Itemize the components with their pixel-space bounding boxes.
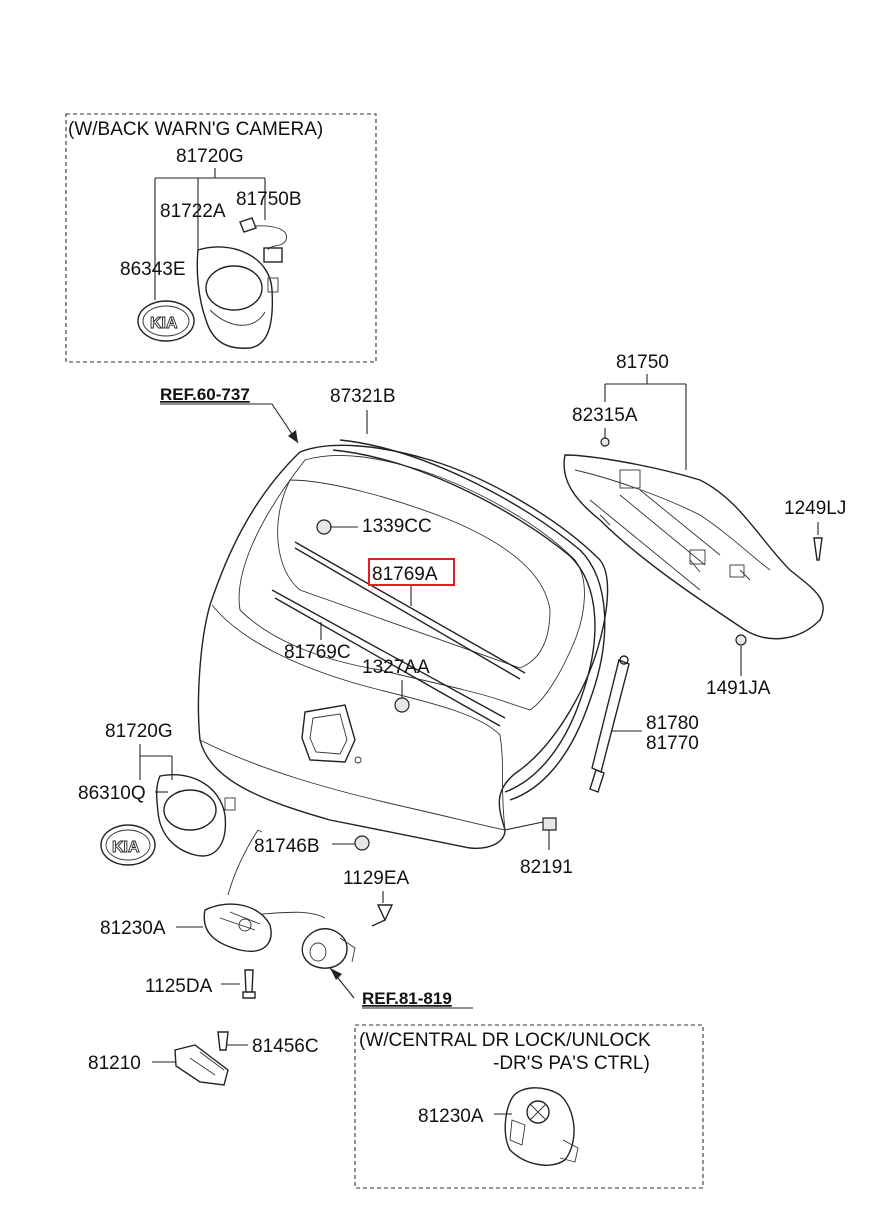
ref-arrowhead-top xyxy=(288,430,298,443)
gas-strut xyxy=(589,655,630,793)
label-86310Q[interactable]: 86310Q xyxy=(78,783,146,804)
label-81770[interactable]: 81770 xyxy=(646,733,699,754)
screw-1249LJ xyxy=(813,537,823,561)
leader-81720G-top xyxy=(154,168,266,300)
rear-garnish xyxy=(155,774,236,857)
label-81722A[interactable]: 81722A xyxy=(160,201,226,222)
kia-emblem-top: KIA xyxy=(137,300,195,342)
label-82315A[interactable]: 82315A xyxy=(572,405,638,426)
label-81769A[interactable]: 81769A xyxy=(372,564,438,585)
svg-text:KIA: KIA xyxy=(150,315,178,332)
label-1339CC[interactable]: 1339CC xyxy=(362,516,432,537)
weatherstrip-outer xyxy=(339,439,606,801)
camera-connector xyxy=(239,217,287,263)
trim-panel xyxy=(563,454,824,640)
handle-switch xyxy=(174,1044,229,1086)
lock-actuator xyxy=(301,928,356,969)
clip-82315A xyxy=(600,437,610,447)
label-81750B[interactable]: 81750B xyxy=(236,189,302,210)
label-1327AA[interactable]: 1327AA xyxy=(362,657,430,678)
highlight-box-81769A xyxy=(368,558,455,586)
tailgate-panel xyxy=(197,444,609,851)
leader-82191 xyxy=(504,821,550,850)
clip-1491JA xyxy=(735,634,747,646)
label-81456C[interactable]: 81456C xyxy=(252,1036,319,1057)
screw-81456C xyxy=(217,1031,229,1051)
camera-garnish xyxy=(196,246,279,349)
label-81230A[interactable]: 81230A xyxy=(100,918,166,939)
label-1491JA[interactable]: 1491JA xyxy=(706,678,771,699)
kia-emblem-bottom: KIA xyxy=(100,824,156,866)
label-81750[interactable]: 81750 xyxy=(616,352,669,373)
camera-box-title: (W/BACK WARN'G CAMERA) xyxy=(68,119,323,140)
tailgate-latch xyxy=(203,829,326,952)
stopper-82191 xyxy=(542,817,557,831)
label-81769C[interactable]: 81769C xyxy=(284,642,351,663)
label-87321B[interactable]: 87321B xyxy=(330,386,396,407)
label-82191[interactable]: 82191 xyxy=(520,857,573,878)
label-1125DA[interactable]: 1125DA xyxy=(145,976,213,997)
label-1249LJ[interactable]: 1249LJ xyxy=(784,498,846,519)
label-81720G-bot[interactable]: 81720G xyxy=(105,721,173,742)
leader-81720G-bot xyxy=(139,744,173,780)
latch-with-actuator xyxy=(504,1087,579,1166)
leader-81750 xyxy=(604,374,687,470)
label-81720G-top[interactable]: 81720G xyxy=(176,146,244,167)
label-81210[interactable]: 81210 xyxy=(88,1053,141,1074)
label-1129EA[interactable]: 1129EA xyxy=(343,868,410,889)
ref-60-737[interactable]: REF.60-737 xyxy=(160,385,250,404)
bolt-1125DA xyxy=(242,969,256,999)
camera-option-box xyxy=(65,113,377,363)
ref-81-819[interactable]: REF.81-819 xyxy=(362,989,452,1008)
central-lock-title-line2: -DR'S PA'S CTRL) xyxy=(493,1053,650,1074)
central-lock-option-box xyxy=(354,1024,704,1189)
bolt-1129EA xyxy=(371,904,394,927)
label-81230A-box[interactable]: 81230A xyxy=(418,1106,484,1127)
label-86343E[interactable]: 86343E xyxy=(120,259,186,280)
central-lock-title-line1: (W/CENTRAL DR LOCK/UNLOCK xyxy=(359,1030,651,1051)
ref-arrowhead-bottom xyxy=(330,968,342,980)
weatherstrip-inner xyxy=(332,449,596,793)
label-81780[interactable]: 81780 xyxy=(646,713,699,734)
svg-text:KIA: KIA xyxy=(112,839,140,856)
label-81746B[interactable]: 81746B xyxy=(254,836,320,857)
